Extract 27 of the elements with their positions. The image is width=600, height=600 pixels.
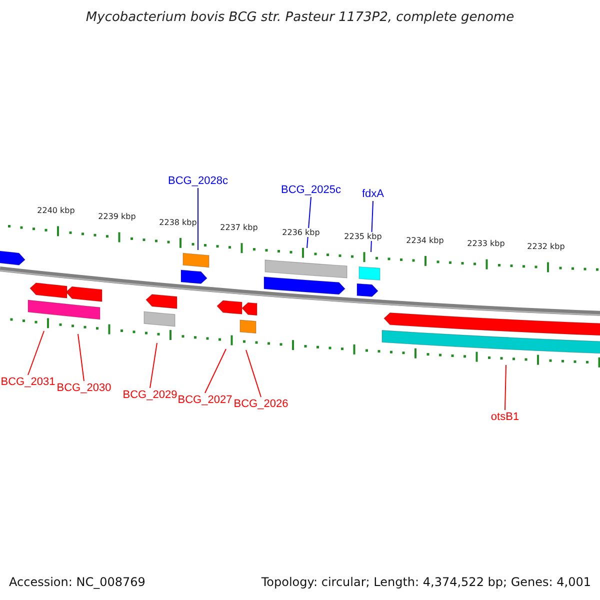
scale-label: 2240 kbp xyxy=(37,206,75,216)
scale-label: 2239 kbp xyxy=(98,212,136,222)
leader-line xyxy=(246,350,262,398)
scale-label: 2238 kbp xyxy=(159,218,197,227)
scale-label: 2235 kbp xyxy=(344,232,382,242)
leader-line xyxy=(150,342,158,388)
scale-label: 2236 kbp xyxy=(282,228,320,237)
gene-label: BCG_2030 xyxy=(56,381,112,395)
scale-label: 2232 kbp xyxy=(527,242,565,252)
scale-label: 2237 kbp xyxy=(220,223,258,232)
diagram-title: Mycobacterium bovis BCG str. Pasteur 1173P2, complete genome xyxy=(86,9,514,27)
scale-label: 2233 kbp xyxy=(467,239,505,248)
gene-label: fdxA xyxy=(362,187,384,201)
gene-label: BCG_2031 xyxy=(0,375,56,389)
genome-stats-text: Topology: circular; Length: 4,374,522 bp; Genes: 4,001 xyxy=(261,574,591,590)
gene-label: BCG_2027 xyxy=(178,393,232,407)
leader-line xyxy=(28,330,44,376)
gene-label: BCG_2029 xyxy=(122,388,178,402)
accession-text: Accession: NC_008769 xyxy=(9,574,146,590)
gene-label: BCG_2026 xyxy=(234,397,288,411)
scale-label: 2234 kbp xyxy=(406,236,444,246)
leader-line xyxy=(78,334,84,382)
leader-line xyxy=(204,348,226,394)
leader-line xyxy=(504,364,506,410)
gene-label: BCG_2025c xyxy=(281,183,341,197)
gene-label: BCG_2028c xyxy=(168,174,228,188)
gene-label: otsB1 xyxy=(490,410,520,424)
